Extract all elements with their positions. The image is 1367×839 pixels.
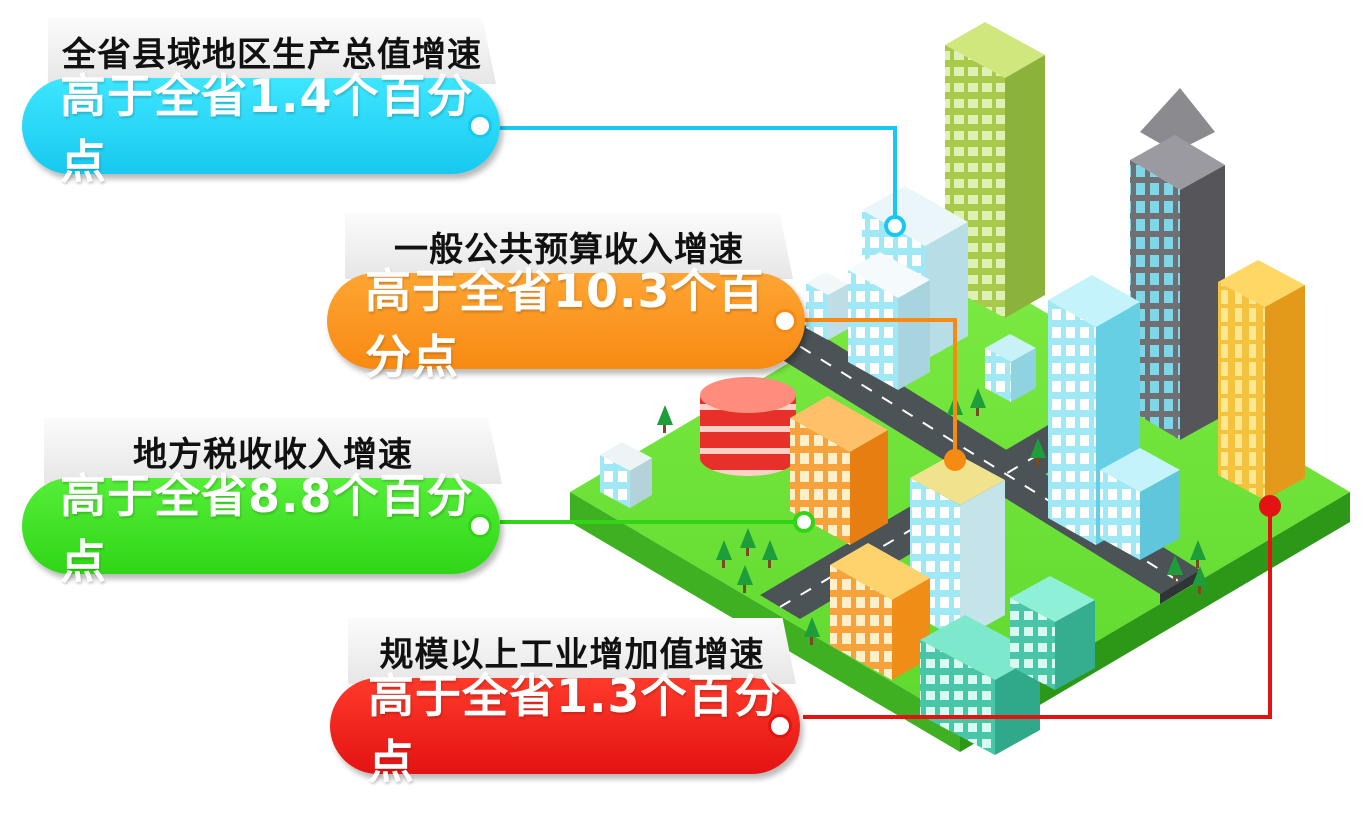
connector-dot-icon bbox=[768, 714, 792, 738]
callout-value-pill: 高于全省1.3个百分点 bbox=[330, 669, 800, 789]
callout-title: 规模以上工业增加值增速 bbox=[348, 618, 796, 684]
callout-value-pill: 高于全省1.4个百分点 bbox=[22, 69, 500, 189]
connector-dot-icon bbox=[773, 309, 797, 333]
callout-value: 高于全省10.3个百分点 bbox=[365, 264, 765, 384]
callout-title: 一般公共预算收入增速 bbox=[345, 213, 793, 279]
building-red-round bbox=[700, 377, 796, 476]
callout-value-pill: 高于全省8.8个百分点 bbox=[22, 469, 500, 589]
building-teal-front bbox=[920, 576, 1095, 755]
callout-value-pill: 高于全省10.3个百分点 bbox=[327, 264, 805, 384]
connector-lines bbox=[497, 126, 1281, 719]
callout-title: 地方税收收入增速 bbox=[44, 418, 502, 484]
callout-value: 高于全省8.8个百分点 bbox=[60, 469, 474, 589]
building-greenyellow-tower bbox=[945, 22, 1045, 318]
connector-dot-icon bbox=[468, 114, 492, 138]
building-small-white bbox=[600, 272, 1036, 508]
building-gray-spire bbox=[1130, 88, 1225, 440]
connector-dot-icon bbox=[468, 514, 492, 538]
callout-value: 高于全省1.4个百分点 bbox=[60, 69, 474, 189]
building-lightblue-tower bbox=[1048, 275, 1180, 560]
building-white-office bbox=[848, 186, 968, 390]
callout-title: 全省县域地区生产总值增速 bbox=[48, 18, 496, 84]
building-orange-front bbox=[830, 543, 930, 680]
building-yellow-stack bbox=[1218, 260, 1305, 500]
callout-value: 高于全省1.3个百分点 bbox=[368, 669, 782, 789]
